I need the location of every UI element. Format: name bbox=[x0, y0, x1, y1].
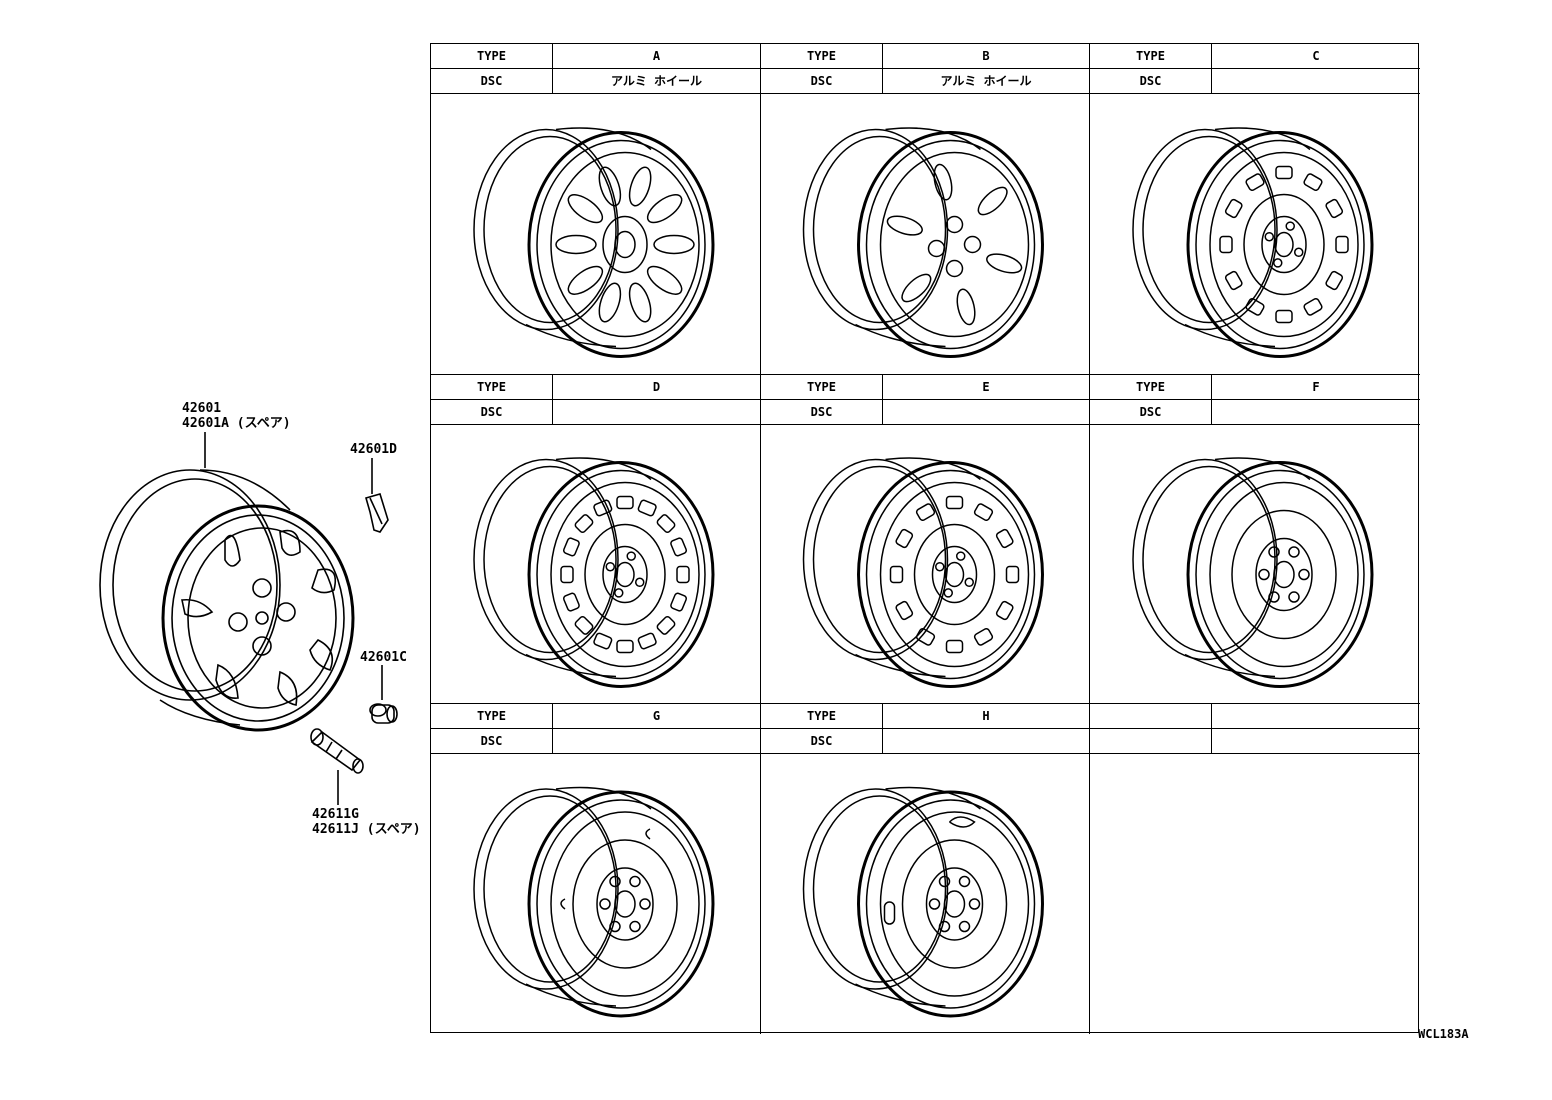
wheel-spare-part-number: 42601A (スペア) bbox=[182, 416, 291, 431]
steel-spare-wheel-2-icon bbox=[761, 755, 1089, 1033]
wheel-part-number: 42601 bbox=[182, 401, 222, 416]
type-value: C bbox=[1312, 49, 1320, 63]
alloy-10-spoke-wheel-icon bbox=[431, 95, 760, 374]
dsc-value bbox=[1212, 729, 1420, 753]
dsc-key: DSC bbox=[431, 69, 553, 93]
dsc-row: DSC bbox=[431, 729, 760, 754]
type-value: D bbox=[652, 380, 661, 394]
main-wheel-icon bbox=[99, 469, 355, 732]
cap-part-number: 42601C bbox=[360, 650, 407, 665]
type-key: TYPE bbox=[431, 704, 553, 728]
type-row: TYPE F bbox=[1090, 375, 1420, 400]
type-row: TYPE G bbox=[431, 704, 760, 729]
dsc-value bbox=[553, 729, 760, 753]
exploded-parts-drawing bbox=[99, 432, 398, 805]
dsc-key: DSC bbox=[431, 729, 553, 753]
type-cell-g: TYPE G DSC bbox=[431, 704, 761, 1034]
type-row: TYPE A bbox=[431, 44, 760, 69]
steel-spare-wheel-icon bbox=[431, 755, 760, 1033]
type-key: TYPE bbox=[761, 375, 883, 399]
type-key: TYPE bbox=[761, 44, 883, 68]
type-key bbox=[1090, 704, 1212, 728]
type-key: TYPE bbox=[431, 375, 553, 399]
type-cell-h: TYPE H DSC bbox=[761, 704, 1090, 1034]
drawing-code: WCL183A bbox=[1418, 1027, 1469, 1041]
dsc-row: DSC bbox=[431, 400, 760, 425]
type-cell-e: TYPE E DSC bbox=[761, 375, 1090, 704]
dsc-row: DSC bbox=[761, 729, 1089, 754]
valve-stem-icon bbox=[310, 728, 364, 774]
steel-window-wheel-icon bbox=[761, 426, 1089, 703]
dsc-key: DSC bbox=[761, 729, 883, 753]
dsc-row bbox=[1090, 729, 1420, 754]
dsc-key: DSC bbox=[1090, 400, 1212, 424]
type-cell-empty bbox=[1090, 704, 1420, 1034]
type-value: G bbox=[652, 709, 661, 723]
dsc-row: DSC bbox=[1090, 400, 1420, 425]
type-key: TYPE bbox=[1090, 44, 1212, 68]
dsc-value bbox=[883, 729, 1089, 753]
steel-vented-wheel-icon bbox=[431, 426, 760, 703]
type-value: E bbox=[982, 380, 990, 394]
dsc-value bbox=[1212, 400, 1420, 424]
dsc-row: DSC bbox=[1090, 69, 1420, 94]
type-key: TYPE bbox=[431, 44, 553, 68]
steel-plain-wheel-icon bbox=[1090, 426, 1420, 703]
alloy-5-spoke-wheel-icon bbox=[761, 95, 1089, 374]
steel-slotted-wheel-icon bbox=[1090, 95, 1420, 374]
hub-cap-icon bbox=[369, 703, 398, 724]
type-value: H bbox=[982, 709, 990, 723]
type-row: TYPE H bbox=[761, 704, 1089, 729]
type-key: TYPE bbox=[761, 704, 883, 728]
type-row bbox=[1090, 704, 1420, 729]
dsc-value: アルミ ホイール bbox=[940, 74, 1032, 88]
type-value: A bbox=[652, 49, 661, 63]
dsc-value bbox=[883, 400, 1089, 424]
valve-spare-part-number: 42611J (スペア) bbox=[312, 822, 421, 837]
dsc-row: DSC アルミ ホイール bbox=[431, 69, 760, 94]
dsc-key: DSC bbox=[761, 400, 883, 424]
type-row: TYPE E bbox=[761, 375, 1089, 400]
type-row: TYPE D bbox=[431, 375, 760, 400]
type-key: TYPE bbox=[1090, 375, 1212, 399]
type-cell-c: TYPE C DSC bbox=[1090, 44, 1420, 375]
dsc-value: アルミ ホイール bbox=[610, 74, 703, 88]
weight-part-number: 42601D bbox=[350, 442, 397, 457]
dsc-key: DSC bbox=[761, 69, 883, 93]
balance-weight-icon bbox=[365, 493, 389, 533]
type-cell-b: TYPE B DSC アルミ ホイール bbox=[761, 44, 1090, 375]
dsc-value bbox=[1212, 69, 1420, 93]
type-value bbox=[1212, 704, 1420, 728]
dsc-key: DSC bbox=[431, 400, 553, 424]
valve-part-number: 42611G bbox=[312, 807, 359, 822]
dsc-row: DSC アルミ ホイール bbox=[761, 69, 1089, 94]
dsc-value bbox=[553, 400, 760, 424]
dsc-row: DSC bbox=[761, 400, 1089, 425]
type-cell-f: TYPE F DSC bbox=[1090, 375, 1420, 704]
dsc-key: DSC bbox=[1090, 69, 1212, 93]
type-cell-d: TYPE D DSC bbox=[431, 375, 761, 704]
type-cell-a: TYPE A DSC アルミ ホイール bbox=[431, 44, 761, 375]
dsc-key bbox=[1090, 729, 1212, 753]
type-row: TYPE B bbox=[761, 44, 1089, 69]
type-row: TYPE C bbox=[1090, 44, 1420, 69]
type-value: F bbox=[1312, 380, 1320, 394]
type-value: B bbox=[982, 49, 990, 63]
wheel-type-table: TYPE A DSC アルミ ホイール TYPE B DSC アルミ ホイール TYPE C DSC… bbox=[430, 43, 1420, 1034]
